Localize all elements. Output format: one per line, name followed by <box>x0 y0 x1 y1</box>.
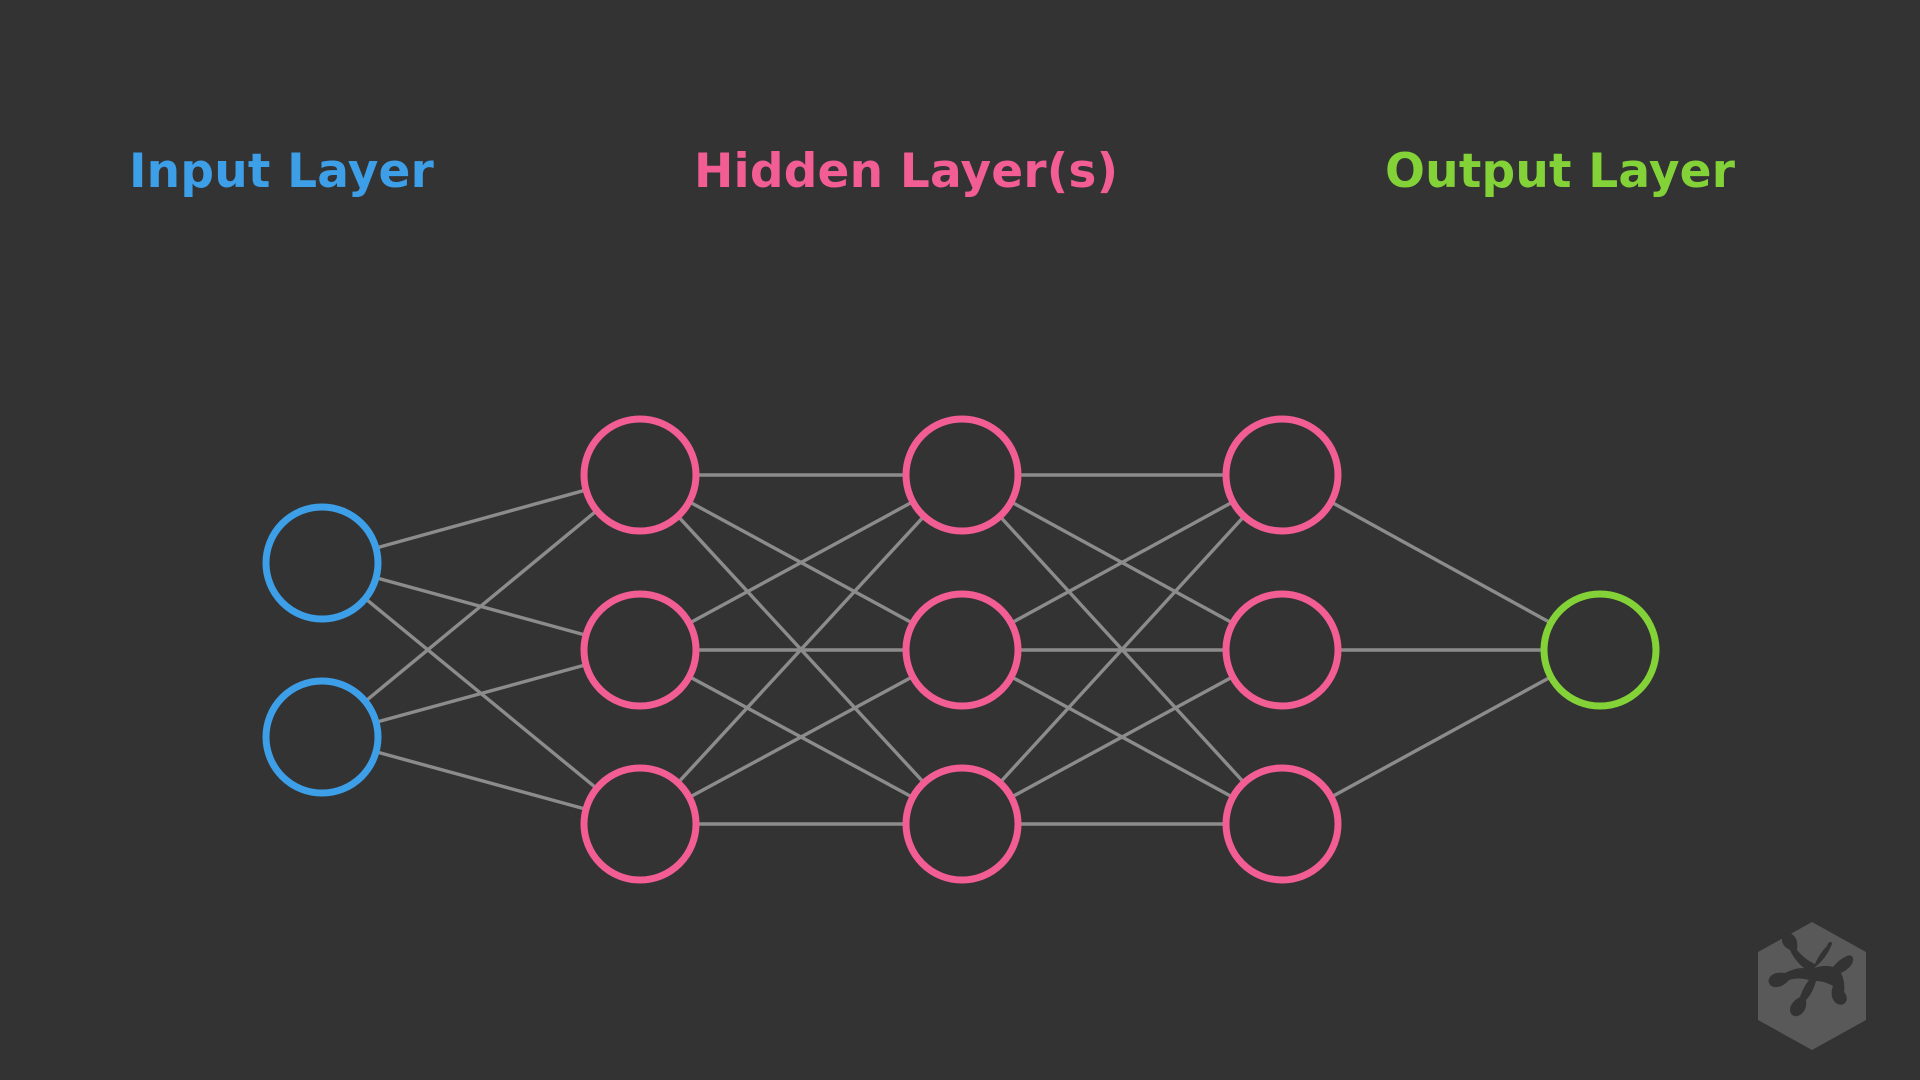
neuron-node-h2_3[interactable] <box>902 764 1022 884</box>
neuron-node-h3_1[interactable] <box>1222 415 1342 535</box>
output-layer-label: Output Layer <box>1385 144 1736 199</box>
hidden-layer-label: Hidden Layer(s) <box>694 144 1119 199</box>
neuron-node-h1_3[interactable] <box>580 764 700 884</box>
connection-edge <box>1010 500 1234 625</box>
connection-edge <box>688 500 914 625</box>
neuron-node-i1[interactable] <box>262 503 382 623</box>
connection-edge <box>375 663 587 724</box>
connection-edge <box>375 488 587 550</box>
neuron-node-h2_2[interactable] <box>902 590 1022 710</box>
neuron-node-h1_2[interactable] <box>580 590 700 710</box>
connection-edge <box>998 515 1246 784</box>
neuron-node-i2[interactable] <box>262 677 382 797</box>
connection-edge <box>1330 500 1552 625</box>
connection-edge <box>364 509 598 703</box>
connection-edge <box>1330 675 1552 799</box>
connection-edge <box>688 675 914 799</box>
connection-edge <box>1010 675 1234 799</box>
neuron-node-h3_3[interactable] <box>1222 764 1342 884</box>
nodes-group <box>262 415 1660 884</box>
connection-edge <box>676 515 926 784</box>
watermark-logo <box>1758 922 1866 1050</box>
neuron-node-h1_1[interactable] <box>580 415 700 535</box>
neuron-splat-icon <box>1768 932 1854 1017</box>
neuron-node-h2_1[interactable] <box>902 415 1022 535</box>
connection-edge <box>375 750 587 811</box>
edges-group <box>364 473 1552 826</box>
neuron-node-o1[interactable] <box>1540 590 1660 710</box>
neuron-node-h3_2[interactable] <box>1222 590 1342 710</box>
input-layer-label: Input Layer <box>129 144 434 199</box>
